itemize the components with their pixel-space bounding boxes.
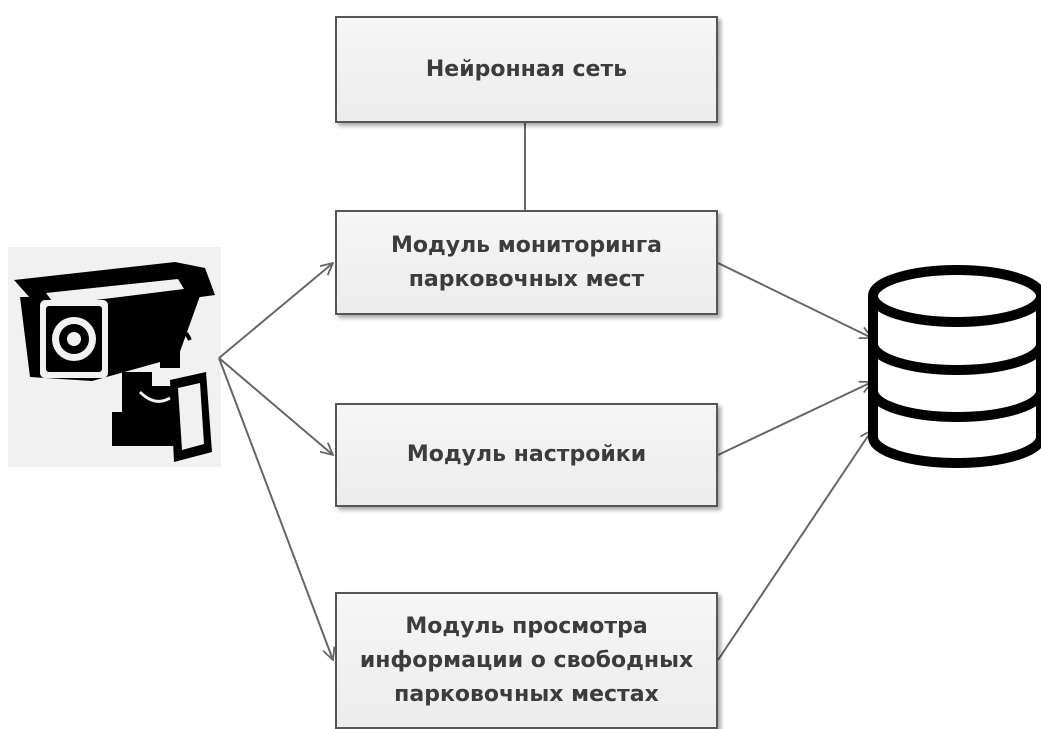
node-monitoring-module-label: Модуль мониторинга парковочных мест — [390, 232, 663, 292]
edge-viewing-to-database — [717, 430, 872, 661]
node-neural-network: Нейронная сеть — [335, 16, 718, 123]
node-settings-module: Модуль настройки — [335, 403, 718, 507]
node-viewing-module: Модуль просмотра информации о свободных … — [335, 592, 718, 729]
node-viewing-module-label: Модуль просмотра информации о свободных … — [359, 613, 694, 707]
edge-camera-to-monitoring — [218, 263, 333, 359]
node-monitoring-module: Модуль мониторинга парковочных мест — [335, 210, 718, 315]
edge-camera-to-viewing — [218, 357, 333, 660]
security-camera-icon — [14, 262, 215, 462]
node-settings-module-label: Модуль настройки — [406, 442, 647, 467]
edge-camera-to-settings — [218, 357, 333, 455]
edge-settings-to-database — [717, 382, 872, 456]
edge-monitoring-to-database — [717, 262, 872, 338]
node-neural-network-label: Нейронная сеть — [425, 56, 628, 82]
database-icon — [868, 265, 1041, 468]
